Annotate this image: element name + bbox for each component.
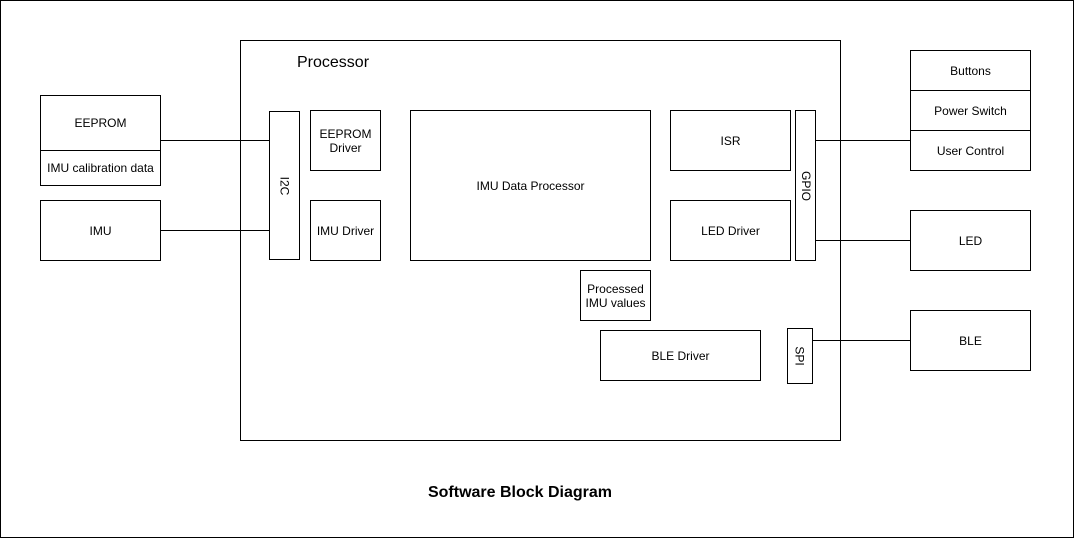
led-driver-label: LED Driver (701, 223, 760, 238)
gpio-user-control-connector (816, 140, 910, 141)
processor-label: Processor (297, 54, 370, 71)
eeprom-driver-label: EEPROM Driver (319, 126, 372, 155)
ble-driver-block: BLE Driver (600, 330, 761, 381)
imu-data-processor-label: IMU Data Processor (476, 178, 585, 193)
user-control-label: User Control (936, 143, 1005, 158)
imu-driver-block: IMU Driver (310, 200, 381, 261)
led-driver-block: LED Driver (670, 200, 791, 261)
imu-driver-label: IMU Driver (316, 223, 375, 238)
spi-ble-connector (813, 340, 910, 341)
imu-calibration-data-block: IMU calibration data (40, 150, 161, 186)
eeprom-block: EEPROM (40, 95, 161, 151)
gpio-interface: GPIO (795, 110, 816, 261)
led-label: LED (958, 233, 983, 248)
i2c-interface: I2C (269, 111, 300, 260)
eeprom-label: EEPROM (74, 116, 127, 130)
imu-calibration-data-label: IMU calibration data (47, 161, 154, 175)
processed-imu-values-block: Processed IMU values (580, 270, 651, 321)
gpio-label: GPIO (798, 170, 813, 201)
isr-label: ISR (720, 133, 741, 148)
imu-data-processor-block: IMU Data Processor (410, 110, 651, 261)
imu-label: IMU (89, 223, 112, 238)
imu-block: IMU (40, 200, 161, 261)
spi-interface: SPI (787, 328, 813, 384)
gpio-led-connector (816, 240, 910, 241)
imu-i2c-connector (161, 230, 269, 231)
isr-block: ISR (670, 110, 791, 171)
processed-imu-values-label: Processed IMU values (585, 281, 646, 310)
power-switch-label: Power Switch (934, 103, 1007, 118)
user-control-block: User Control (910, 130, 1031, 171)
ble-label: BLE (959, 333, 982, 348)
power-switch-block: Power Switch (910, 90, 1031, 131)
led-block: LED (910, 210, 1031, 271)
i2c-label: I2C (277, 176, 292, 195)
buttons-block: Buttons (910, 50, 1031, 91)
spi-label: SPI (793, 346, 807, 366)
ble-block: BLE (910, 310, 1031, 371)
ble-driver-label: BLE Driver (651, 348, 710, 363)
diagram-title: Software Block Diagram (427, 484, 613, 501)
buttons-label: Buttons (950, 63, 991, 78)
eeprom-i2c-connector (161, 140, 269, 141)
eeprom-driver-block: EEPROM Driver (310, 110, 381, 171)
